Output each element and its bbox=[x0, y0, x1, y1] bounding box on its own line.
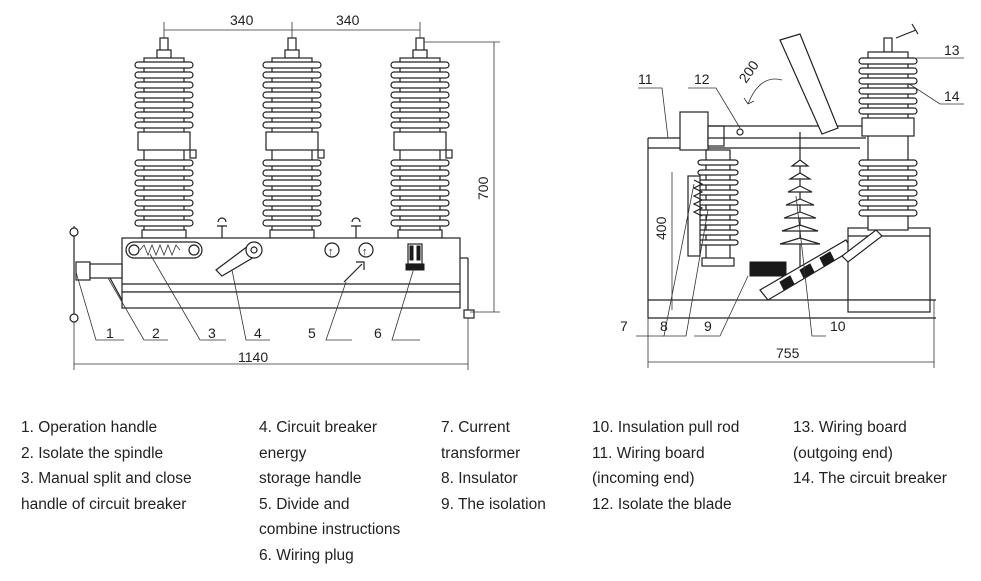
breaker-column-side bbox=[858, 37, 918, 231]
manual-handle bbox=[125, 241, 203, 259]
legend-line: 3. Manual split and close bbox=[21, 470, 192, 487]
legend-column-3: 7. Current transformer 8. Insulator 9. T… bbox=[441, 415, 546, 517]
callout-12: 12 bbox=[694, 71, 710, 87]
callout-4: 4 bbox=[254, 325, 262, 341]
side-view: 200 400 755 bbox=[620, 23, 964, 368]
insulator-column bbox=[262, 37, 325, 239]
legend-line: 5. Divide and bbox=[259, 495, 350, 513]
legend-line: 2. Isolate the spindle bbox=[21, 444, 164, 462]
callout-6: 6 bbox=[374, 325, 382, 341]
legend-line: energy bbox=[259, 444, 307, 462]
front-view: 340 340 ↑ ↑ bbox=[69, 12, 500, 370]
legend-line: handle of circuit breaker bbox=[21, 495, 187, 513]
tank-base bbox=[121, 291, 461, 309]
insulation-pull-rod bbox=[779, 132, 821, 270]
callout-5: 5 bbox=[308, 325, 316, 341]
legend-line: 11. Wiring board bbox=[592, 444, 705, 462]
legend-line: (outgoing end) bbox=[793, 444, 893, 462]
breaker-body-side bbox=[847, 227, 931, 301]
callout-9: 9 bbox=[704, 318, 712, 334]
legend-column-1: 1. Operation handle 2. Isolate the spind… bbox=[21, 415, 192, 517]
callout-10: 10 bbox=[830, 318, 846, 334]
callout-3: 3 bbox=[208, 325, 216, 341]
insulator-columns bbox=[134, 37, 453, 239]
callout-11: 11 bbox=[638, 71, 653, 87]
dim-pitch-1: 340 bbox=[230, 12, 254, 28]
legend-column-2: 4. Circuit breaker energy storage handle… bbox=[259, 415, 400, 568]
legend-line: 12. Isolate the blade bbox=[592, 495, 732, 513]
isolation-link bbox=[749, 261, 787, 277]
legend-line: combine instructions bbox=[259, 521, 401, 538]
legend-line: 13. Wiring board bbox=[793, 419, 907, 436]
callout-2: 2 bbox=[152, 325, 160, 341]
legend-line: 6. Wiring plug bbox=[259, 546, 354, 564]
legend-column-5: 13. Wiring board (outgoing end) 14. The … bbox=[793, 415, 947, 492]
indicator-open-icon bbox=[324, 242, 340, 258]
legend-line: (incoming end) bbox=[592, 470, 695, 487]
legend-line: 1. Operation handle bbox=[21, 419, 158, 436]
callout-14: 14 bbox=[944, 88, 960, 104]
dim-height-front: 700 bbox=[475, 176, 491, 200]
indicator-close-icon bbox=[358, 242, 374, 258]
dim-pitch-2: 340 bbox=[336, 12, 360, 28]
callout-1: 1 bbox=[106, 325, 114, 341]
legend-line: 10. Insulation pull rod bbox=[592, 419, 740, 436]
insulator-column bbox=[390, 37, 453, 239]
dim-height-side: 400 bbox=[653, 216, 669, 240]
legend-line: storage handle bbox=[259, 470, 362, 487]
legend-line: transformer bbox=[441, 444, 521, 462]
callout-7: 7 bbox=[620, 318, 628, 334]
blade-open bbox=[779, 33, 839, 135]
callout-8: 8 bbox=[660, 318, 668, 334]
legend-line: 9. The isolation bbox=[441, 495, 546, 513]
technical-drawing: 340 340 ↑ ↑ bbox=[69, 12, 964, 370]
dim-width-front: 1140 bbox=[238, 349, 268, 365]
svg-text:↑: ↑ bbox=[328, 246, 334, 258]
dim-width-side: 755 bbox=[776, 345, 800, 361]
legend-line: 7. Current bbox=[441, 419, 510, 436]
insulator-column bbox=[134, 37, 197, 239]
callout-13: 13 bbox=[944, 42, 960, 58]
svg-text:↑: ↑ bbox=[362, 246, 368, 258]
legend: 1. Operation handle 2. Isolate the spind… bbox=[0, 415, 981, 581]
legend-line: 14. The circuit breaker bbox=[793, 470, 947, 487]
insulator bbox=[697, 149, 739, 267]
legend-column-4: 10. Insulation pull rod 11. Wiring board… bbox=[592, 415, 739, 517]
dim-angle: 200 bbox=[735, 57, 762, 85]
legend-line: 8. Insulator bbox=[441, 470, 518, 487]
legend-line: 4. Circuit breaker bbox=[259, 419, 378, 436]
